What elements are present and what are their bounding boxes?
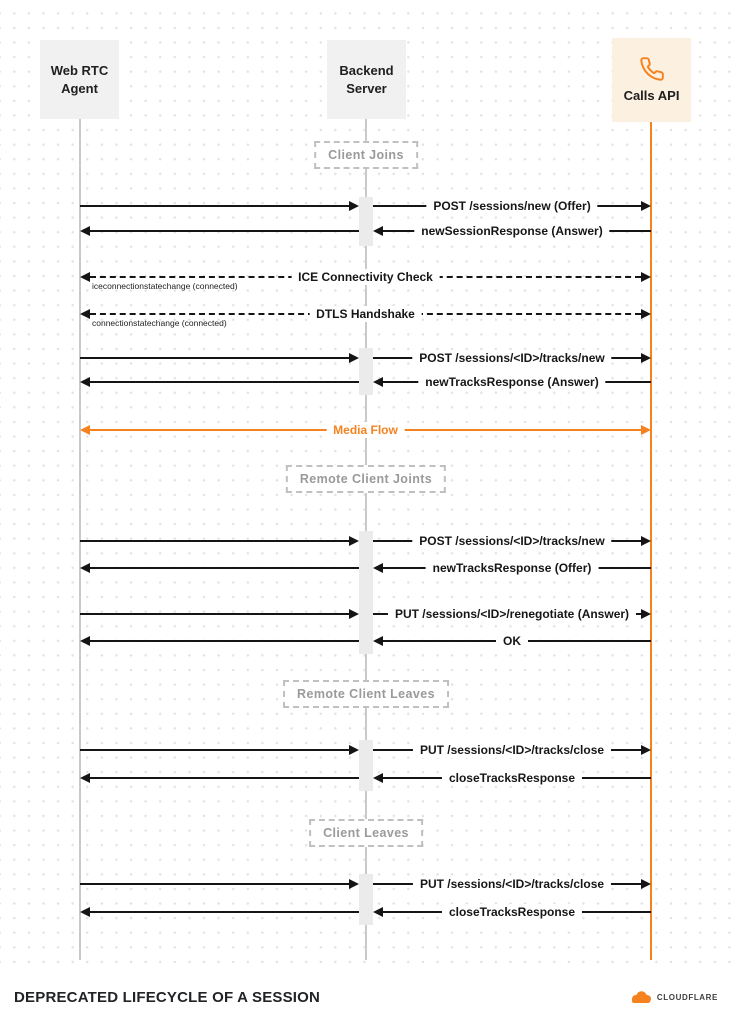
- arrow-left-icon: [373, 636, 383, 646]
- phone-icon: [639, 56, 664, 81]
- actor-label: Backend: [339, 62, 394, 78]
- arrow-right-icon: [641, 879, 651, 889]
- arrow-left-icon: [80, 636, 90, 646]
- cloudflare-wordmark: CLOUDFLARE: [656, 992, 718, 1002]
- arrow-left-icon: [80, 272, 90, 282]
- message-line: [90, 777, 359, 779]
- arrow-left-icon: [373, 907, 383, 917]
- message-line: [90, 381, 359, 383]
- message-line: [90, 640, 359, 642]
- arrow-right-icon: [349, 745, 359, 755]
- arrow-right-icon: [641, 353, 651, 363]
- message-label: PUT /sessions/<ID>/renegotiate (Answer): [387, 606, 637, 622]
- activation-bar: [359, 348, 373, 395]
- message-line: [80, 540, 349, 542]
- message-label: Media Flow: [326, 422, 405, 438]
- arrow-right-icon: [349, 879, 359, 889]
- activation-bar: [359, 197, 373, 246]
- actor-label: Agent: [61, 80, 98, 96]
- state-change-label: iceconnectionstatechange (connected): [92, 281, 238, 291]
- arrow-right-icon: [349, 201, 359, 211]
- message-label: POST /sessions/<ID>/tracks/new: [412, 533, 612, 549]
- message-line: [90, 911, 359, 913]
- message-label: PUT /sessions/<ID>/tracks/close: [412, 742, 612, 758]
- lifeline-calls-api: [650, 122, 652, 960]
- arrow-left-icon: [80, 907, 90, 917]
- arrow-right-icon: [641, 425, 651, 435]
- message-label: POST /sessions/new (Offer): [426, 198, 598, 214]
- message-label: PUT /sessions/<ID>/tracks/close: [412, 876, 612, 892]
- phase-box: Client Joins: [314, 141, 418, 169]
- arrow-left-icon: [80, 377, 90, 387]
- message-line: [80, 749, 349, 751]
- cloudflare-cloud-icon: [631, 990, 651, 1003]
- arrow-right-icon: [349, 609, 359, 619]
- arrow-left-icon: [80, 309, 90, 319]
- arrow-right-icon: [641, 609, 651, 619]
- activation-bar: [359, 740, 373, 791]
- actor-label: Server: [346, 80, 387, 96]
- arrow-right-icon: [349, 536, 359, 546]
- arrow-right-icon: [641, 272, 651, 282]
- lifeline-webrtc-agent: [79, 119, 81, 960]
- arrow-left-icon: [80, 226, 90, 236]
- arrow-left-icon: [80, 773, 90, 783]
- actor-box-calls-api: Calls API: [612, 38, 691, 122]
- message-label: DTLS Handshake: [309, 306, 422, 322]
- message-label: ICE Connectivity Check: [291, 269, 440, 285]
- arrow-right-icon: [349, 353, 359, 363]
- actor-box-webrtc-agent: Web RTC Agent: [40, 40, 119, 119]
- message-label: closeTracksResponse: [441, 770, 583, 786]
- message-line: [80, 205, 349, 207]
- cloudflare-logo: CLOUDFLARE: [629, 990, 718, 1004]
- message-label: POST /sessions/<ID>/tracks/new: [412, 350, 612, 366]
- message-line: [90, 567, 359, 569]
- arrow-right-icon: [641, 745, 651, 755]
- arrow-right-icon: [641, 201, 651, 211]
- phase-box: Remote Client Leaves: [283, 680, 449, 708]
- phase-box: Client Leaves: [309, 819, 423, 847]
- footer: DEPRECATED LIFECYCLE OF A SESSION CLOUDF…: [0, 975, 732, 1019]
- message-line: [80, 357, 349, 359]
- message-line: [80, 613, 349, 615]
- actor-label: Calls API: [623, 87, 680, 103]
- arrow-left-icon: [373, 563, 383, 573]
- arrow-left-icon: [373, 773, 383, 783]
- message-line: [80, 883, 349, 885]
- arrow-left-icon: [80, 563, 90, 573]
- arrow-left-icon: [80, 425, 90, 435]
- actor-label: Web RTC: [50, 62, 109, 78]
- arrow-right-icon: [641, 309, 651, 319]
- phase-box: Remote Client Joints: [285, 465, 447, 493]
- actor-box-backend-server: Backend Server: [327, 40, 406, 119]
- arrow-right-icon: [641, 536, 651, 546]
- arrow-left-icon: [373, 377, 383, 387]
- message-label: newTracksResponse (Offer): [425, 560, 599, 576]
- message-label: newTracksResponse (Answer): [418, 374, 606, 390]
- message-label: closeTracksResponse: [441, 904, 583, 920]
- diagram-title: DEPRECATED LIFECYCLE OF A SESSION: [14, 988, 321, 1006]
- activation-bar: [359, 874, 373, 925]
- message-line: [90, 230, 359, 232]
- message-label: newSessionResponse (Answer): [414, 223, 610, 239]
- message-label: OK: [496, 633, 528, 649]
- activation-bar: [359, 531, 373, 654]
- state-change-label: connectionstatechange (connected): [92, 318, 227, 328]
- arrow-left-icon: [373, 226, 383, 236]
